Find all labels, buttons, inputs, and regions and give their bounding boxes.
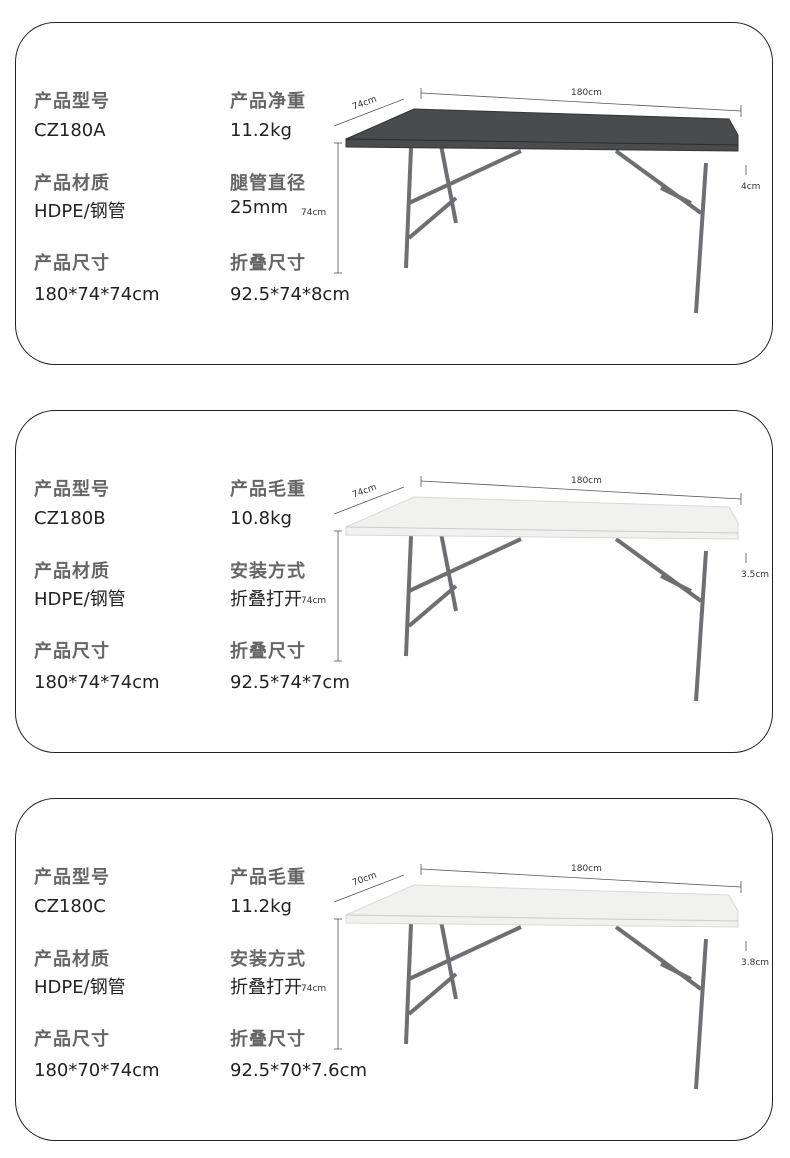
spec-label: 产品毛重 xyxy=(230,479,306,500)
product-card-2: 产品型号 CZ180B 产品毛重 10.8kg 产品材质 HDPE/钢管 安装方式折叠打开产… xyxy=(15,410,773,753)
spec-label: 产品型号 xyxy=(34,479,110,500)
spec-value: 10.8kg xyxy=(230,508,292,529)
spec-label: 产品材质 xyxy=(34,561,110,582)
table-illustration: 180cm 74cm 74cm 4cm xyxy=(301,88,760,314)
height-label: 74cm xyxy=(301,596,326,606)
thickness-label: 3.5cm xyxy=(741,570,769,580)
length-label: 180cm xyxy=(571,476,602,486)
spec-label: 产品尺寸 xyxy=(34,641,110,662)
table-legs xyxy=(404,920,708,1090)
product-card-3: 产品型号 CZ180C 产品毛重 11.2kg 产品材质 HDPE/钢管 安装方式折叠打开产… xyxy=(15,798,773,1141)
dimension-lines xyxy=(333,476,747,662)
table-illustration: 180cm 70cm 74cm 3.8cm xyxy=(301,864,769,1090)
thickness-label: 4cm xyxy=(741,182,760,192)
height-label: 74cm xyxy=(301,984,326,994)
spec-label: 产品尺寸 xyxy=(34,1029,110,1050)
dimension-lines xyxy=(333,88,747,274)
table-legs xyxy=(404,532,708,702)
spec-label: 产品材质 xyxy=(34,949,110,970)
spec-value: HDPE/钢管 xyxy=(34,201,126,222)
spec-value: 92.5*74*8cm xyxy=(230,284,350,305)
spec-value: HDPE/钢管 xyxy=(34,589,126,610)
spec-value: CZ180C xyxy=(34,896,106,917)
spec-value: 180*74*74cm xyxy=(34,284,160,305)
height-label: 74cm xyxy=(301,208,326,218)
spec-value: HDPE/钢管 xyxy=(34,977,126,998)
spec-value: 折叠打开 xyxy=(230,589,302,610)
spec-label: 产品型号 xyxy=(34,867,110,888)
table-top xyxy=(345,496,739,540)
depth-label: 74cm xyxy=(351,483,378,501)
spec-value: CZ180A xyxy=(34,120,106,141)
spec-label: 折叠尺寸 xyxy=(230,1029,306,1050)
spec-label: 产品净重 xyxy=(230,91,306,112)
spec-label: 腿管直径 xyxy=(230,173,306,194)
depth-label: 70cm xyxy=(351,871,378,889)
spec-label: 产品材质 xyxy=(34,173,110,194)
spec-label: 安装方式 xyxy=(230,561,306,582)
spec-value: CZ180B xyxy=(34,508,106,529)
spec-value: 11.2kg xyxy=(230,120,292,141)
table-top xyxy=(345,108,739,152)
spec-value: 180*70*74cm xyxy=(34,1060,160,1081)
spec-label: 折叠尺寸 xyxy=(230,253,306,274)
depth-label: 74cm xyxy=(351,95,378,113)
spec-label: 产品型号 xyxy=(34,91,110,112)
spec-label: 安装方式 xyxy=(230,949,306,970)
thickness-label: 3.8cm xyxy=(741,958,769,968)
dimension-lines xyxy=(333,864,747,1050)
length-label: 180cm xyxy=(571,88,602,98)
spec-value: 折叠打开 xyxy=(230,977,302,998)
product-card-1: 产品型号 CZ180A 产品净重 11.2kg 产品材质 HDPE/钢管 腿管直径 25mm 产… xyxy=(15,22,773,365)
spec-label: 折叠尺寸 xyxy=(230,641,306,662)
spec-value: 92.5*74*7cm xyxy=(230,672,350,693)
table-legs xyxy=(404,144,708,314)
table-top xyxy=(345,884,739,928)
spec-label: 产品尺寸 xyxy=(34,253,110,274)
length-label: 180cm xyxy=(571,864,602,874)
spec-label: 产品毛重 xyxy=(230,867,306,888)
table-illustration: 180cm 74cm 74cm 3.5cm xyxy=(301,476,769,702)
spec-value: 92.5*70*7.6cm xyxy=(230,1060,368,1081)
spec-value: 25mm xyxy=(230,197,288,218)
spec-value: 180*74*74cm xyxy=(34,672,160,693)
spec-value: 11.2kg xyxy=(230,896,292,917)
